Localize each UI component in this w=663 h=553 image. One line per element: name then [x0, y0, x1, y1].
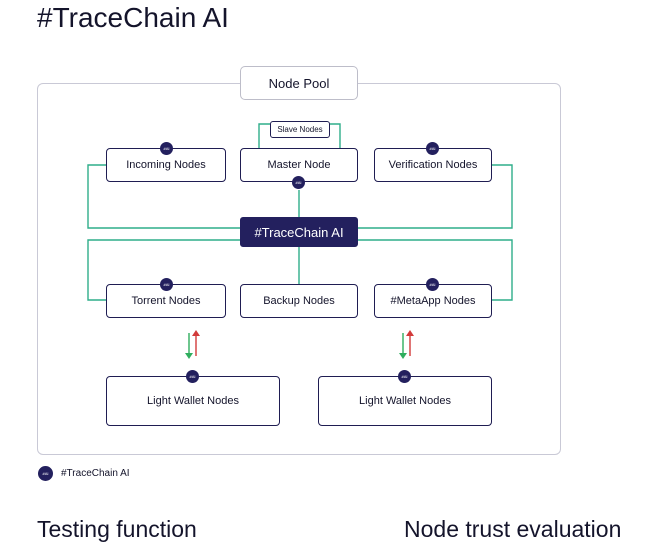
light-wallet-nodes-left: Light Wallet Nodes — [106, 376, 280, 426]
wire-metaapp — [358, 239, 513, 301]
ai-badge-wallet-left: #AI — [186, 370, 199, 383]
wire-slave-right — [330, 123, 341, 148]
wire-incoming — [87, 164, 240, 229]
page-title: #TraceChain AI — [37, 2, 229, 33]
legend-label: #TraceChain AI — [61, 468, 130, 479]
sync-arrows-left — [185, 330, 200, 359]
ai-badge-metaapp: #AI — [426, 278, 439, 291]
wire-verification — [358, 164, 513, 229]
node-pool-label: Node Pool — [240, 66, 358, 100]
legend-ai-badge: #AI — [38, 466, 53, 481]
ai-badge-verification: #AI — [426, 142, 439, 155]
ai-badge-master: #AI — [292, 176, 305, 189]
backup-nodes-box: Backup Nodes — [240, 284, 358, 318]
node-trust-heading: Node trust evaluation — [404, 516, 622, 542]
wire-torrent — [87, 239, 240, 301]
ai-badge-wallet-right: #AI — [398, 370, 411, 383]
ai-badge-incoming: #AI — [160, 142, 173, 155]
ai-badge-torrent: #AI — [160, 278, 173, 291]
tracechain-ai-core: #TraceChain AI — [240, 217, 358, 247]
slave-nodes-box: Slave Nodes — [270, 121, 330, 138]
sync-arrows-right — [399, 330, 414, 359]
light-wallet-nodes-right: Light Wallet Nodes — [318, 376, 492, 426]
testing-function-heading: Testing function — [37, 516, 197, 542]
wire-slave-left — [258, 123, 270, 148]
